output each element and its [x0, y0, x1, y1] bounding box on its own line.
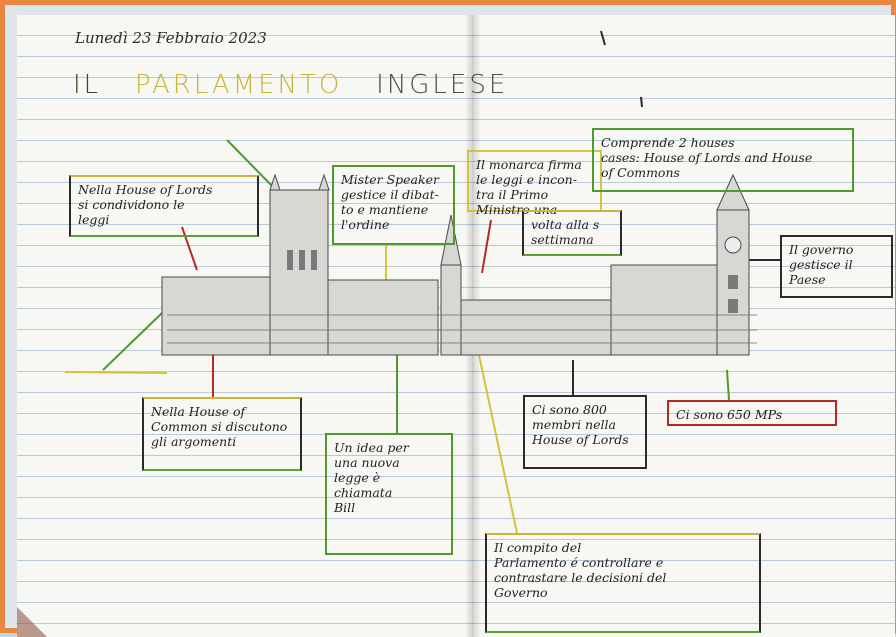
note-governo: Il governo gestisce il Paese [780, 235, 893, 298]
notebook-page: Lunedì 23 Febbraio 2023 IL PARLAMENTO IN… [17, 15, 895, 637]
note-lords-laws: Nella House of Lords si condividono le l… [69, 175, 259, 237]
note-monarch-cont: volta alla s settimana [522, 210, 622, 256]
note-speaker: Mister Speaker gestice il dibat- to e ma… [332, 165, 455, 245]
page-date: Lunedì 23 Febbraio 2023 [75, 29, 267, 47]
connector-lines [64, 30, 780, 534]
page-title: IL PARLAMENTO INGLESE [73, 70, 508, 100]
note-monarch: Il monarca firma le leggi e incon- tra i… [467, 150, 602, 217]
note-compito: Il compito del Parlamento é controllare … [485, 533, 761, 633]
note-mps: Ci sono 650 MPs [667, 400, 837, 426]
note-membri-lords: Ci sono 800 membri nella House of Lords [523, 395, 647, 469]
title-word-1: IL [73, 70, 102, 100]
note-idea-bill: Un idea per una nuova legge è chiamata B… [325, 433, 453, 555]
title-word-3: INGLESE [376, 70, 509, 100]
title-word-2: PARLAMENTO [134, 70, 343, 100]
note-commons: Nella House of Common si discutono gli a… [142, 397, 302, 471]
palace-of-westminster-icon [161, 173, 757, 356]
note-comprende: Comprende 2 houses cases: House of Lords… [592, 128, 854, 192]
